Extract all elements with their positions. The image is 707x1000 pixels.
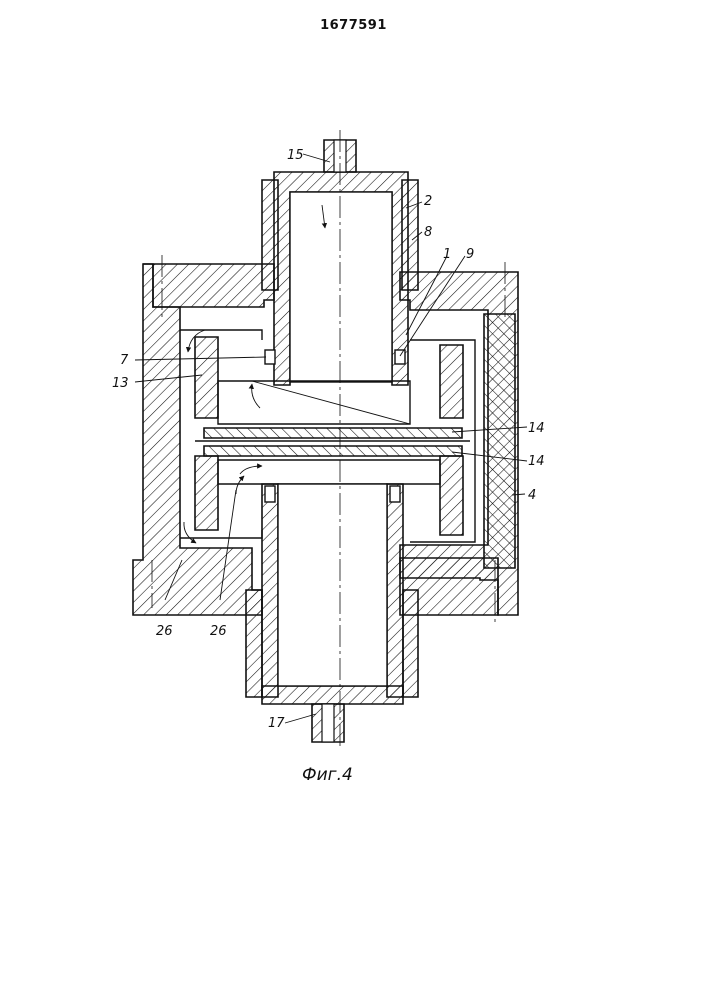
- label-14-upper: 14: [528, 421, 545, 436]
- label-26-left: 26: [156, 624, 173, 639]
- label-2: 2: [424, 194, 432, 209]
- membranes: [195, 428, 470, 456]
- figure-caption: Фиг.4: [302, 765, 353, 785]
- label-26-right: 26: [210, 624, 227, 639]
- label-7: 7: [120, 353, 129, 368]
- label-1: 1: [443, 247, 451, 262]
- label-4: 4: [528, 488, 536, 503]
- label-9: 9: [466, 247, 474, 262]
- label-17: 17: [268, 716, 285, 731]
- label-8: 8: [424, 225, 432, 240]
- label-14-lower: 14: [528, 454, 545, 469]
- label-15: 15: [287, 148, 304, 163]
- lower-chamber: [218, 460, 440, 742]
- label-13: 13: [112, 376, 129, 391]
